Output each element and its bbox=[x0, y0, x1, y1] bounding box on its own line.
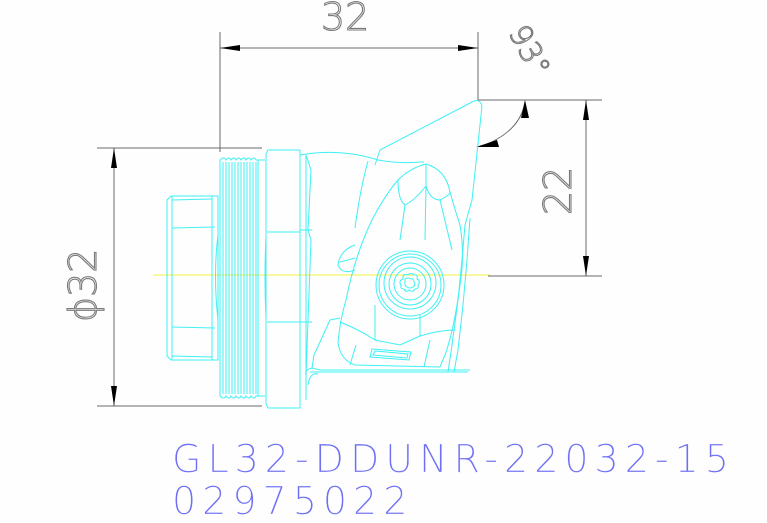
clamp-screw bbox=[375, 250, 445, 320]
arrow-left-icon bbox=[476, 140, 499, 147]
arrow-down-icon bbox=[583, 256, 589, 276]
arrow-up-icon bbox=[521, 100, 529, 118]
dimension-height-text: 22 bbox=[536, 167, 580, 215]
flange-collar bbox=[264, 149, 307, 409]
arrow-up-icon bbox=[111, 148, 117, 168]
arrow-left-icon bbox=[220, 45, 240, 51]
dimension-height bbox=[488, 100, 602, 277]
tool-head-body bbox=[299, 100, 483, 386]
rear-hex-nut bbox=[166, 195, 219, 361]
cutting-insert bbox=[337, 163, 463, 368]
dimension-angle-text: 93° bbox=[501, 19, 557, 82]
threaded-shank bbox=[219, 157, 265, 399]
dimension-angle bbox=[476, 99, 602, 147]
arrow-down-icon bbox=[111, 386, 117, 406]
dimension-diameter bbox=[97, 147, 262, 407]
arrow-right-icon bbox=[458, 45, 478, 51]
dimension-diameter-text: ϕ32 bbox=[61, 249, 105, 322]
dimension-length bbox=[219, 32, 479, 152]
arrow-up-icon bbox=[583, 100, 589, 120]
part-number-label: GL32-DDUNR-22032-15 bbox=[172, 437, 735, 481]
dimension-length-text: 32 bbox=[321, 0, 369, 39]
torx-socket-icon bbox=[399, 273, 420, 292]
order-code-label: 02975022 bbox=[172, 479, 414, 523]
